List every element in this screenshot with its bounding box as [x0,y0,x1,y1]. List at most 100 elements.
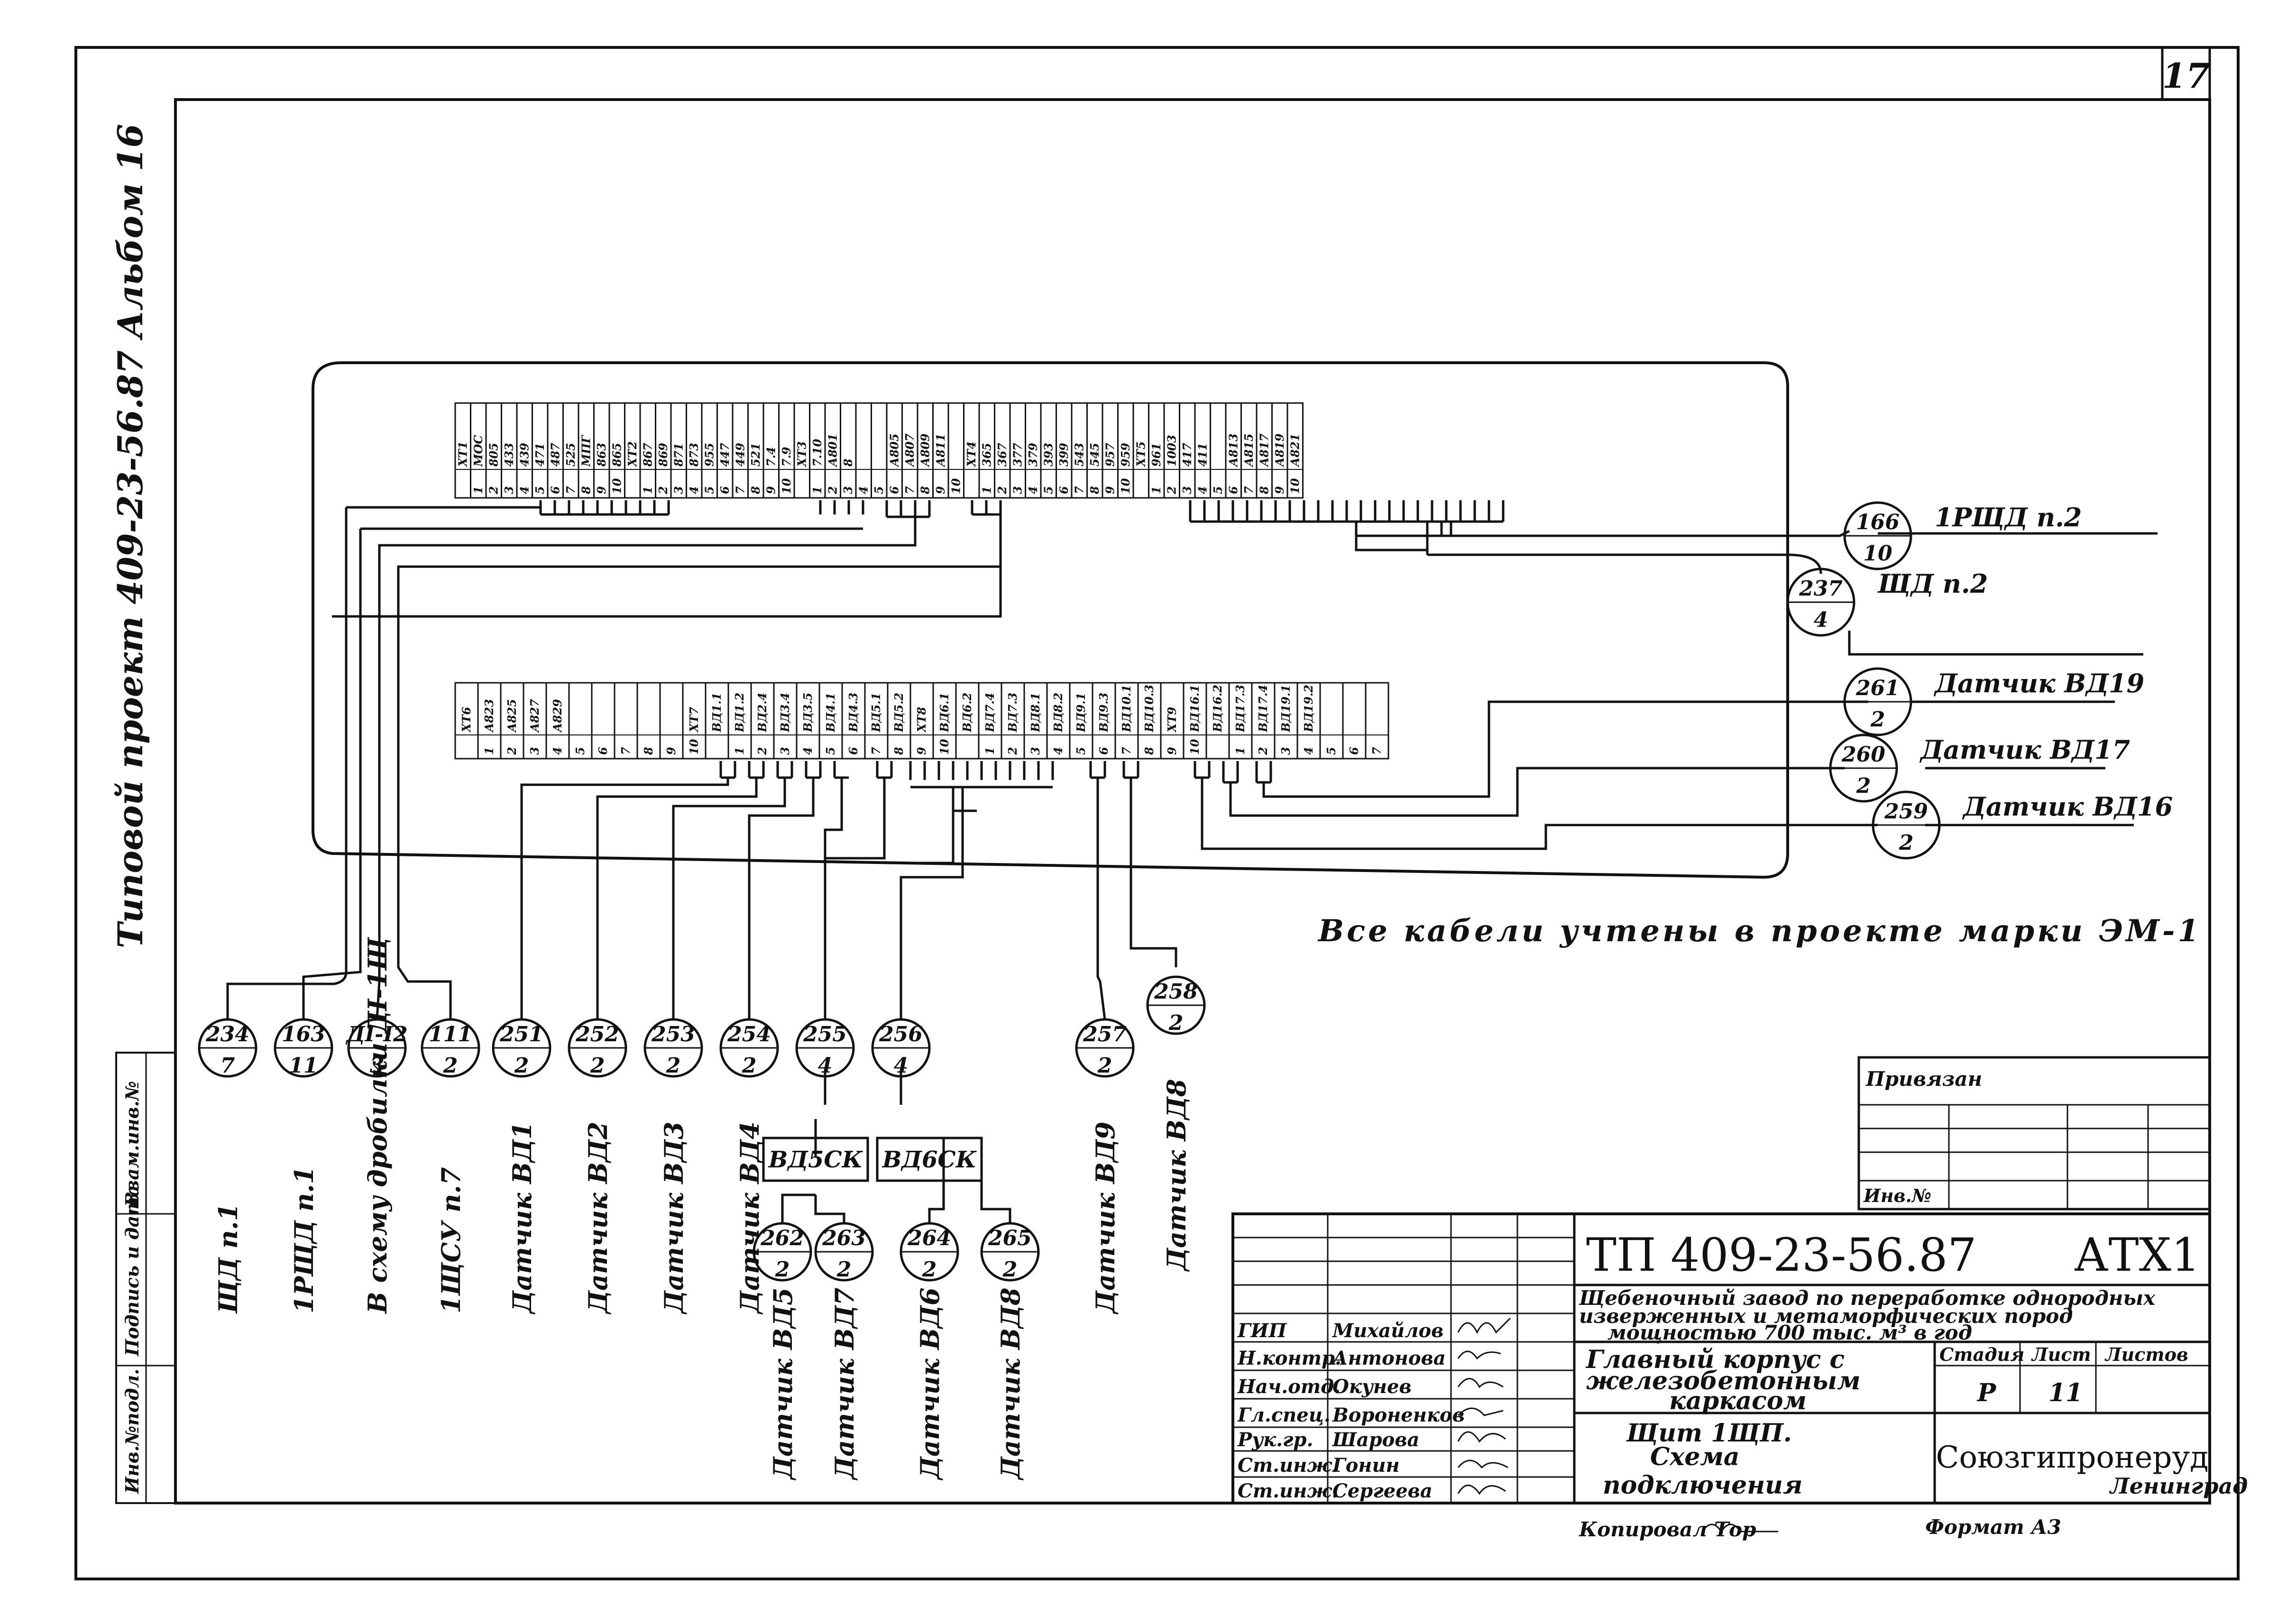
paper-format: Формат А3 [1925,1515,2061,1539]
cable-destination: Датчик ВД8 [1161,1079,1192,1272]
strip-label-replace: Взам.инв.№ [121,1081,143,1207]
terminal-number: 3 [528,747,542,755]
terminal-number: 9 [764,486,778,494]
cable-destination: Датчик ВД6 [915,1287,945,1481]
cable-number: 251 [499,1022,543,1046]
cable-cores: 2 [836,1257,852,1282]
cable-cores: 2 [1168,1011,1184,1035]
junction-box-vd6sk: ВД6СК [876,1137,983,1182]
terminal-number: 8 [1257,486,1271,495]
cable-number: 253 [651,1022,695,1046]
name-nachotd: Окунев [1332,1376,1412,1398]
terminal-label: 433 [502,443,516,467]
terminal-number: 3 [1180,486,1194,494]
terminal-number: 7 [903,486,917,494]
terminal-number: 7 [1370,747,1384,755]
terminal-label: ВД9.1 [1074,693,1088,733]
terminal-label: 805 [487,443,500,467]
terminal-cell: ВД16.2 [1205,682,1230,760]
terminal-label: МОС [471,435,485,467]
terminal-cell: ВД5.28 [887,682,911,760]
terminal-label: 955 [702,443,716,467]
terminal-number: 9 [664,747,678,755]
cable-number: 258 [1154,980,1198,1004]
loop-wire [312,361,1789,879]
copied-by: Копировал Тор [1579,1518,1756,1541]
terminal-label: 7.9 [780,447,793,467]
terminal-label: 399 [1057,443,1071,467]
terminal-cell: 7.101 [809,402,826,499]
terminal-number: 4 [517,486,531,494]
sheet-title-2: Схема [1650,1442,1740,1471]
terminal-number: 4 [687,486,701,494]
terminal-label: А805 [887,433,901,468]
cable-cores: 2 [775,1257,790,1282]
terminal-number: 3 [671,486,685,494]
terminal-label: ВД16.1 [1188,685,1202,733]
sheet-number-box [2161,46,2211,101]
terminal-number: 5 [872,486,886,494]
cable-cores: 2 [1899,831,1914,855]
terminal-label: ВД8.2 [1051,693,1065,733]
terminal-label: ВД10.1 [1120,685,1133,733]
terminal-label: ХТ1 [456,441,469,468]
terminal-cell: 417 3 [1179,402,1196,499]
terminal-number: 10 [780,478,793,494]
terminal-cell: ВД9.15 [1069,682,1093,760]
terminal-label: А809 [918,433,932,468]
terminal-number: 2 [1256,747,1270,755]
terminal-cell: 7.9 10 [778,402,795,499]
cable-destination: Датчик ВД1 [507,1121,537,1315]
terminal-number: 8 [749,486,762,495]
terminal-cell: ВД7.32 [1001,682,1025,760]
left-strip: Инв.№подл. Подпись и дата Взам.инв.№ [115,1052,176,1504]
terminal-cell: ВД10.38 [1137,682,1162,760]
terminal-number: 7 [1120,747,1133,755]
terminal-number: 2 [487,486,500,495]
terminal-number: 1 [810,486,824,494]
terminal-number: 2 [1165,486,1178,495]
terminal-number: 2 [995,486,1009,495]
project-line-3: мощностью 700 тыс. м³ в год [1607,1321,1972,1344]
terminal-label: ВД7.4 [983,693,997,733]
terminal-number: 3 [502,486,516,494]
terminal-cell: 5 [1210,402,1227,499]
role-nachotd: Нач.отд. [1237,1376,1341,1398]
terminal-number: 5 [1324,747,1338,755]
building-line-3: каркасом [1669,1386,1807,1415]
terminal-label: А801 [826,433,839,468]
terminal-number: 1 [482,747,496,755]
terminal-number: 1 [983,747,997,755]
cable-destination: ЩД п.1 [213,1203,243,1314]
cable-number: 259 [1884,799,1928,824]
cable-destination: Датчик ВД16 [1962,791,2173,822]
terminal-cell: ВД1.1 [705,682,729,760]
terminal-label: 417 [1180,443,1194,467]
cable-destination: В схему дробилки ДI-1Щ [362,937,393,1314]
drawing-mark: АТХ1 [2074,1229,2200,1282]
terminal-number: 3 [1010,486,1024,494]
terminal-cell: ВД4.36 [841,682,866,760]
terminal-label: 959 [1119,443,1132,467]
terminal-cell: ВД10.1 7 [1114,682,1139,760]
terminal-label: ВД1.2 [733,693,746,733]
cable-destination: Датчик ВД17 [1919,734,2130,765]
cable-cores: 11 [289,1054,318,1078]
cable-cores: 2 [1870,707,1885,732]
